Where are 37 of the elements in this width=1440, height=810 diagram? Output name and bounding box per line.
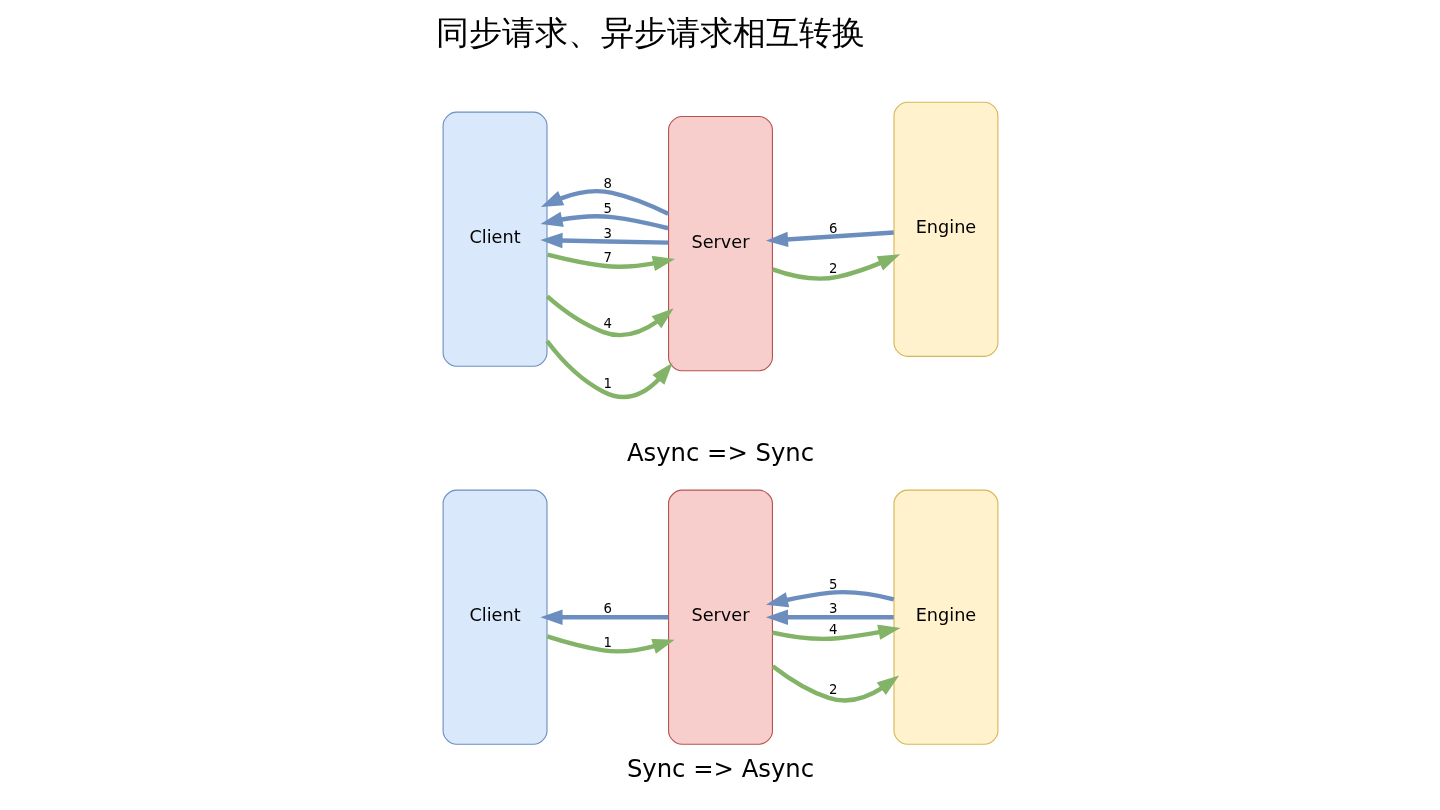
arrow	[546, 634, 675, 654]
arrow	[540, 188, 669, 216]
node-box: Client	[442, 489, 548, 745]
arrow	[544, 339, 673, 400]
arrow	[765, 609, 894, 625]
edge-label: 6	[603, 601, 612, 617]
edge-label: 4	[828, 622, 837, 638]
node-box: Engine	[892, 489, 998, 745]
diagram-title: 同步请求、异步请求相互转换	[435, 12, 865, 52]
arrow	[765, 230, 894, 248]
edge-label: 4	[603, 316, 612, 332]
arrow	[546, 252, 675, 272]
node-box: Server	[667, 489, 773, 745]
arrow	[771, 254, 900, 281]
arrow	[770, 664, 899, 703]
edge-label: 1	[603, 375, 612, 391]
edge-label: 3	[603, 225, 612, 241]
edge-label: 1	[603, 634, 612, 650]
edge-label: 6	[828, 221, 837, 237]
node-box: Server	[667, 116, 773, 372]
edge-label: 2	[828, 261, 837, 277]
node-box: Engine	[892, 101, 998, 357]
arrow	[540, 211, 669, 231]
arrow	[539, 232, 668, 249]
edge-label: 7	[603, 249, 612, 265]
arrow	[539, 609, 668, 625]
edge-label: 5	[828, 577, 837, 593]
edge-label: 3	[828, 601, 837, 617]
arrow	[765, 589, 894, 608]
edge-label: 5	[603, 201, 612, 217]
label: Sync => Async	[626, 754, 814, 783]
arrow	[771, 624, 900, 642]
node-box: Client	[442, 111, 548, 367]
arrow	[545, 294, 674, 338]
label: Async => Sync	[626, 437, 814, 467]
edge-label: 2	[828, 682, 837, 698]
edge-label: 8	[603, 175, 612, 191]
